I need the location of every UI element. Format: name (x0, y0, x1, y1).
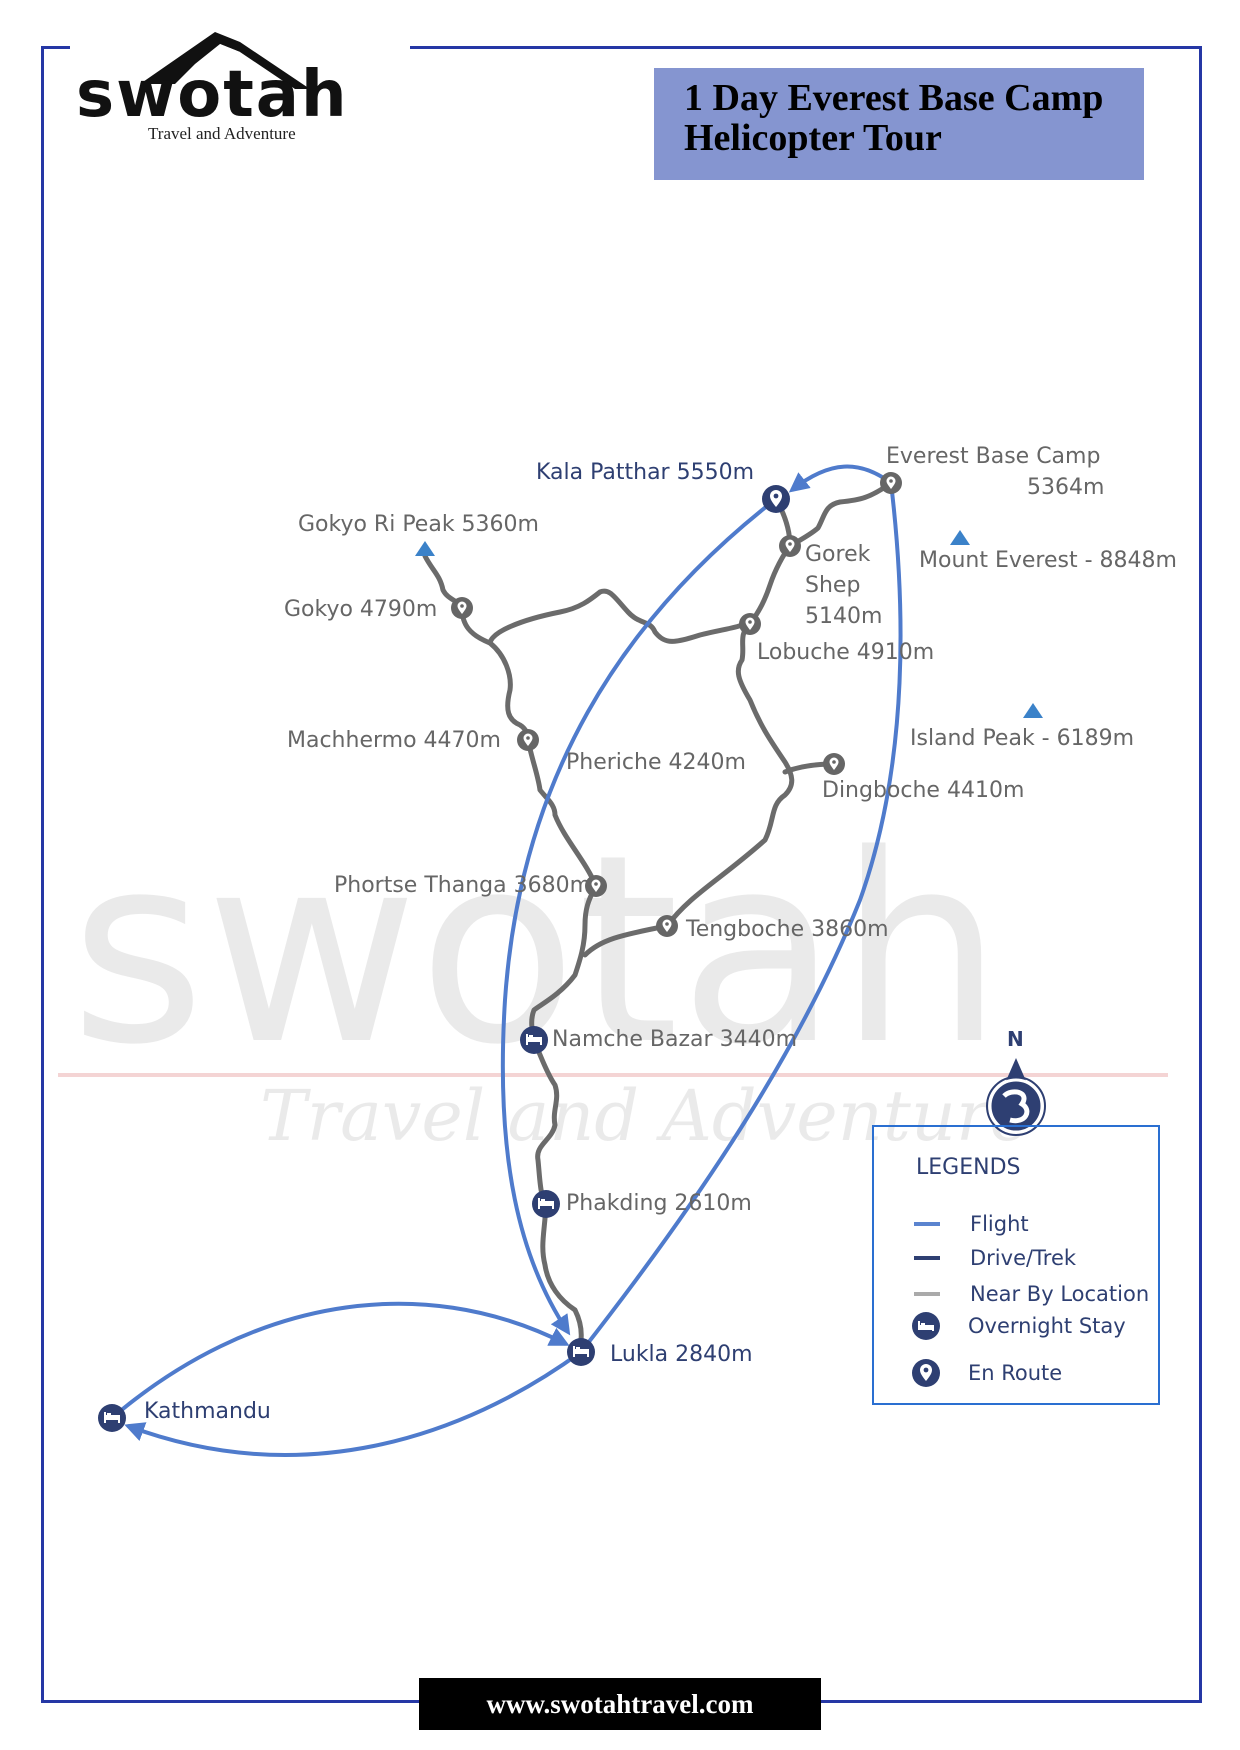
label-phakding: Phakding 2610m (566, 1191, 752, 1216)
label-kala-patthar: Kala Patthar 5550m (536, 460, 755, 485)
mountain-icon (140, 32, 310, 89)
flight-routes (110, 464, 903, 1457)
label-gorek-line2: Shep (805, 573, 861, 598)
compass-icon (986, 1058, 1046, 1136)
label-lobuche: Lobuche 4910m (757, 640, 935, 665)
website-footer[interactable]: www.swotahtravel.com (419, 1678, 821, 1730)
node-kathmandu-bed-icon (98, 1404, 126, 1432)
label-ebc-line1: Everest Base Camp (886, 444, 1101, 469)
node-dingboche-icon (823, 753, 845, 775)
node-kala-patthar-icon (762, 485, 790, 513)
label-mount-everest: Mount Everest - 8848m (919, 548, 1177, 573)
brand-logo: swotah (76, 32, 349, 132)
label-lukla: Lukla 2840m (610, 1342, 753, 1367)
legend-title: LEGENDS (916, 1155, 1021, 1180)
legend-item-nearby: Near By Location (914, 1279, 1149, 1309)
map-pin-icon (912, 1359, 940, 1387)
label-tengboche: Tengboche 3860m (686, 917, 889, 942)
node-machhermo-icon (517, 729, 539, 751)
brand-tagline: Travel and Adventure (148, 124, 296, 143)
node-phakding-bed-icon (532, 1190, 560, 1218)
label-gokyo-ri: Gokyo Ri Peak 5360m (298, 512, 539, 537)
label-kathmandu: Kathmandu (144, 1399, 271, 1424)
watermark: swotah Travel and Adventure (70, 800, 1031, 1157)
label-gorek-line3: 5140m (805, 604, 883, 629)
map-legend: LEGENDS Flight Drive/Trek Near By Locati… (872, 1125, 1160, 1405)
trek-routes (422, 480, 894, 1343)
label-phortse-thanga: Phortse Thanga 3680m (334, 873, 591, 898)
label-machhermo: Machhermo 4470m (287, 728, 501, 753)
bed-icon (912, 1312, 940, 1340)
node-lukla-bed-icon (567, 1338, 595, 1366)
node-lobuche-icon (739, 613, 761, 635)
nearby-line-swatch (914, 1292, 940, 1296)
node-namche-bed-icon (520, 1026, 548, 1054)
label-gokyo: Gokyo 4790m (284, 597, 438, 622)
peak-island-icon (1023, 703, 1043, 718)
node-gokyo-icon (451, 597, 473, 619)
node-ebc-icon (880, 472, 902, 494)
node-tengboche-icon (656, 915, 678, 937)
legend-item-flight: Flight (914, 1209, 1029, 1239)
node-gorek-shep-icon (779, 535, 801, 557)
label-namche: Namche Bazar 3440m (552, 1027, 797, 1052)
legend-item-en-route: En Route (912, 1358, 1062, 1388)
svg-text:swotah: swotah (70, 800, 1003, 1102)
legend-item-drive-trek: Drive/Trek (914, 1243, 1076, 1273)
peak-everest-icon (950, 530, 970, 545)
label-pheriche: Pheriche 4240m (566, 750, 746, 775)
legend-item-overnight: Overnight Stay (912, 1311, 1126, 1341)
label-island-peak: Island Peak - 6189m (910, 726, 1135, 751)
label-gorek-line1: Gorek (805, 542, 871, 567)
title-line-2: Helicopter Tour (684, 117, 942, 159)
label-dingboche: Dingboche 4410m (822, 778, 1025, 803)
trek-line-swatch (914, 1256, 940, 1260)
compass-north-label: N (1007, 1027, 1024, 1051)
website-url[interactable]: www.swotahtravel.com (486, 1688, 754, 1719)
title-line-1: 1 Day Everest Base Camp (684, 77, 1104, 119)
brand-wordmark: swotah (76, 58, 349, 132)
peak-gokyo-ri-icon (415, 541, 435, 556)
svg-text:Travel and Adventure: Travel and Adventure (260, 1075, 1031, 1157)
label-ebc-line2: 5364m (1027, 475, 1105, 500)
page-title: 1 Day Everest Base Camp Helicopter Tour (654, 68, 1144, 180)
flight-line-swatch (914, 1222, 940, 1226)
